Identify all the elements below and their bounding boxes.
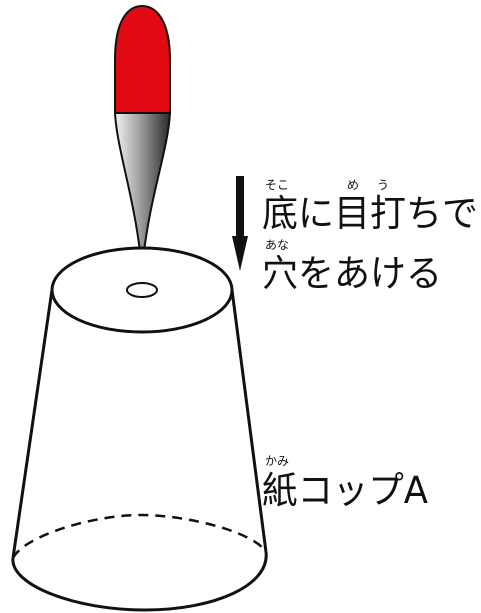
ruby-kami: かみ [265,454,289,468]
paper-cup [11,246,268,612]
arrow-shaft [236,176,244,246]
cup-label: 紙コップA [262,469,428,512]
arrow-head [232,236,248,271]
instruction-line-2: 穴をあける [262,252,442,295]
awl-blade [113,112,172,261]
ruby-soko: そこ [265,178,289,192]
cup-rim-back [11,513,268,559]
ruby-ana: あな [265,238,289,252]
hole-mark [126,282,158,298]
instruction-line-1: 底に目打ちで [262,192,478,235]
cup-rim-front [11,551,268,612]
ruby-me: め [347,178,359,192]
awl-icon [113,4,172,261]
cup-body [11,289,268,559]
down-arrow-icon [232,176,248,271]
ruby-u: う [377,178,389,192]
awl-handle [114,4,171,114]
